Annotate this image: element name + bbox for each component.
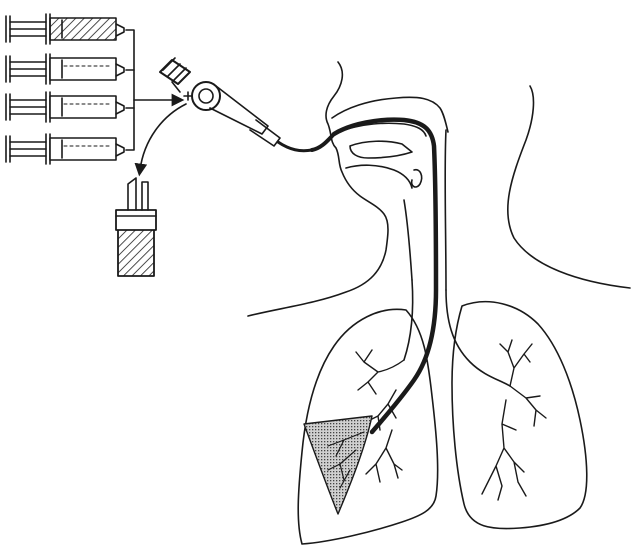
syringe-2 xyxy=(6,54,124,84)
specimen-trap xyxy=(116,178,156,276)
empty-barrel xyxy=(50,96,116,118)
syringe-1 xyxy=(6,14,124,44)
syringe-group xyxy=(6,14,124,164)
syringe-4 xyxy=(6,134,124,164)
empty-barrel xyxy=(50,58,116,80)
filled-barrel xyxy=(50,18,116,40)
aspiration-arrow xyxy=(140,104,186,170)
right-bronchial-tree xyxy=(356,350,404,482)
empty-barrel xyxy=(50,138,116,160)
left-lung xyxy=(452,302,587,529)
syringe-manifold-tubing xyxy=(126,30,178,150)
syringe-3 xyxy=(6,92,124,122)
left-bronchial-tree xyxy=(482,340,546,500)
head-neck-outline xyxy=(248,62,630,316)
